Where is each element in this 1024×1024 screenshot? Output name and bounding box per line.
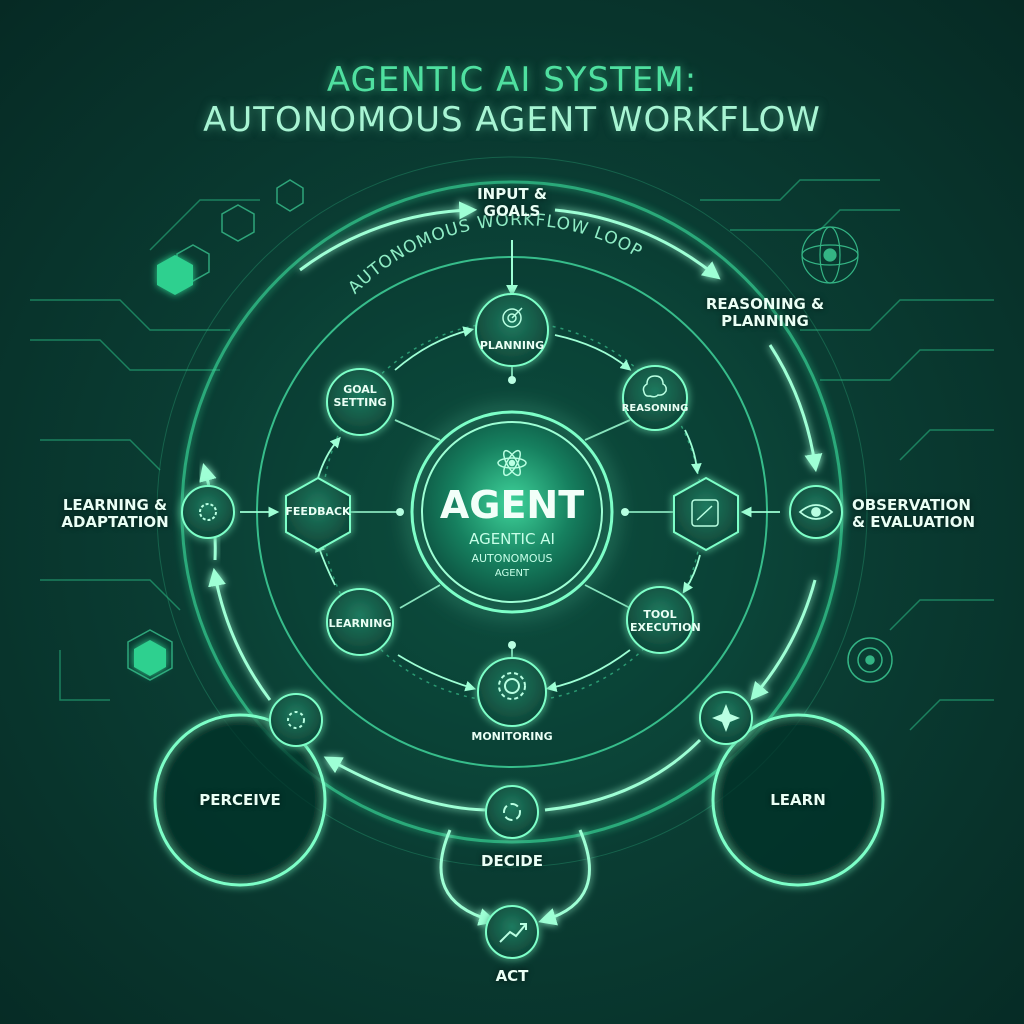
label-feedback: FEEDBACK	[285, 505, 351, 518]
label-decide: DECIDE	[481, 852, 543, 870]
loop-arrow-bottom-right	[750, 579, 817, 701]
node-feedback[interactable]	[285, 476, 351, 552]
learn-ring	[711, 713, 885, 887]
label-perceive: PERCEIVE	[199, 791, 281, 809]
hexagon-filled-decoration	[134, 640, 166, 676]
perceive-ring	[153, 713, 327, 887]
node-goal-setting[interactable]	[326, 368, 394, 436]
node-perceive-icon[interactable]	[269, 693, 323, 747]
loop-arrow-right	[768, 344, 823, 473]
sensor-icon	[287, 711, 305, 729]
loop-arrow-bottom	[323, 756, 491, 812]
target-icon	[502, 307, 523, 328]
node-tool-hex[interactable]	[673, 476, 739, 552]
label-observation-evaluation: OBSERVATION & EVALUATION	[852, 496, 976, 532]
spokes	[350, 355, 680, 668]
hexagon-filled-decoration	[157, 255, 193, 295]
label-tool-execution: TOOL EXECUTION	[630, 608, 701, 634]
brain-icon	[642, 375, 667, 398]
inner-arrows	[240, 326, 780, 693]
label-reasoning-planning: REASONING & PLANNING	[705, 295, 825, 331]
node-reasoning[interactable]	[622, 365, 688, 431]
loop-arrow-top-left	[299, 201, 478, 272]
gear-icon	[498, 672, 526, 700]
loop-arrow-bottom-2	[544, 738, 702, 812]
radar-decoration	[847, 637, 893, 683]
node-learning[interactable]	[326, 588, 394, 656]
spoke-dots	[396, 376, 629, 649]
label-learning: LEARNING	[328, 617, 392, 630]
tool-icon	[691, 499, 719, 527]
node-act-icon[interactable]	[485, 905, 539, 959]
agent-core	[421, 421, 603, 603]
decide-loop-right	[538, 829, 591, 926]
node-learn-icon[interactable]	[699, 691, 753, 745]
eye-icon	[798, 504, 834, 520]
cycle-icon	[503, 803, 521, 821]
node-learning-adaptation[interactable]	[181, 485, 235, 539]
title-line-1: AGENTIC AI SYSTEM:	[326, 60, 698, 100]
agent-core-glow	[410, 410, 614, 614]
loop-arrow-bottom-left	[208, 567, 272, 701]
atom-icon	[497, 449, 527, 477]
decide-loop	[439, 829, 497, 926]
agent-title: AGENT	[440, 483, 584, 527]
loop-arrow-top-right	[554, 208, 721, 280]
label-goal-setting: GOAL SETTING	[333, 383, 387, 409]
label-reasoning: REASONING	[621, 403, 689, 414]
outer-loop-ring-faint	[156, 156, 868, 868]
network-globe-decoration	[801, 226, 859, 284]
node-decide-icon[interactable]	[485, 785, 539, 839]
label-act: ACT	[495, 967, 529, 985]
label-input-goals: INPUT & GOALS	[477, 185, 547, 221]
label-monitoring: MONITORING	[471, 730, 553, 743]
compass-icon	[712, 704, 740, 732]
chart-up-icon	[499, 923, 527, 943]
circuit-decoration	[30, 179, 994, 731]
agent-line3: AUTONOMOUS	[471, 552, 552, 565]
title-line-2: AUTONOMOUS AGENT WORKFLOW	[203, 100, 821, 140]
node-planning[interactable]	[475, 293, 549, 367]
node-monitoring[interactable]	[477, 657, 547, 727]
label-learning-adaptation: LEARNING & ADAPTATION	[61, 496, 169, 532]
label-learn: LEARN	[770, 791, 826, 809]
agent-subtitle: AGENTIC AI	[469, 530, 555, 548]
node-tool-execution[interactable]	[626, 586, 694, 654]
gear-icon	[199, 503, 217, 521]
agent-line4: AGENT	[495, 568, 530, 579]
node-observation-evaluation[interactable]	[789, 485, 843, 539]
label-planning: PLANNING	[479, 339, 545, 352]
